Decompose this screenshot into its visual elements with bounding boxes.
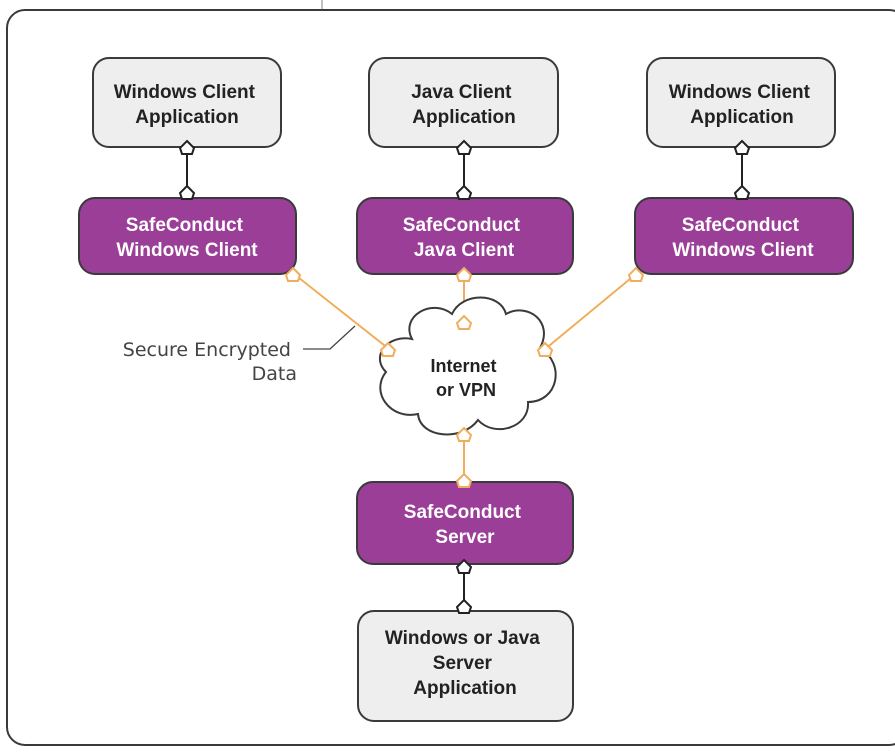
- endpoint-local-server-top: [455, 558, 473, 574]
- sc-node-windows-right: [634, 197, 854, 275]
- secure-link-right: [543, 273, 637, 351]
- sc-windows-left-line1: SafeConduct: [126, 215, 244, 236]
- sc-node-server: [356, 481, 574, 565]
- endpoint-secure-right-top: [627, 266, 645, 282]
- sc-windows-left-line2: Windows Client: [116, 240, 258, 261]
- endpoint-local-right-bottom: [733, 184, 751, 200]
- link-endpoints: [178, 139, 751, 614]
- sc-windows-right-label: SafeConduct Windows Client: [672, 215, 814, 261]
- app-java-label: Java Client Application: [411, 82, 517, 128]
- endpoint-local-left-top: [178, 139, 196, 155]
- endpoint-secure-center-top: [455, 266, 473, 282]
- sc-windows-right-line1: SafeConduct: [682, 215, 800, 236]
- app-java-line1: Java Client: [411, 82, 512, 103]
- cloud-shape: [379, 296, 557, 436]
- app-windows-left-line2: Application: [135, 107, 238, 128]
- annotation-leader: [303, 325, 356, 350]
- app-java-line2: Application: [412, 107, 515, 128]
- secure-data-annotation: Secure Encrypted Data: [123, 339, 297, 385]
- cloud-line1: Internet: [430, 356, 496, 376]
- sc-node-windows-left: [78, 197, 297, 275]
- app-windows-left-line1: Windows Client: [114, 82, 256, 103]
- endpoint-local-right-top: [733, 139, 751, 155]
- app-windows-right-line1: Windows Client: [669, 82, 811, 103]
- secure-link-left: [293, 273, 390, 350]
- app-server-line3: Application: [413, 678, 516, 699]
- endpoint-secure-left-top: [284, 266, 302, 282]
- endpoint-secure-left-bottom: [379, 341, 397, 357]
- app-server-line2: Server: [433, 653, 493, 674]
- endpoint-local-center-bottom: [455, 184, 473, 200]
- endpoint-secure-server-bottom: [455, 472, 473, 488]
- app-server-label: Windows or Java Server Application: [385, 628, 545, 699]
- endpoint-local-center-top: [455, 139, 473, 155]
- endpoint-local-server-bottom: [455, 598, 473, 614]
- app-windows-right-label: Windows Client Application: [669, 82, 816, 128]
- app-windows-left-label: Windows Client Application: [114, 82, 261, 128]
- sc-server-line2: Server: [435, 527, 495, 548]
- annotation-line1: Secure Encrypted: [123, 339, 291, 361]
- endpoint-local-left-bottom: [178, 184, 196, 200]
- cloud-label: Internet or VPN: [430, 356, 501, 400]
- sc-java-line2: Java Client: [414, 240, 515, 261]
- endpoint-secure-server-top: [455, 426, 473, 442]
- sc-server-line1: SafeConduct: [404, 502, 522, 523]
- annotation-line2: Data: [252, 363, 297, 385]
- app-server-line1: Windows or Java: [385, 628, 540, 649]
- app-windows-right-line2: Application: [690, 107, 793, 128]
- sc-windows-right-line2: Windows Client: [672, 240, 814, 261]
- sc-server-label: SafeConduct Server: [404, 502, 526, 548]
- sc-windows-left-label: SafeConduct Windows Client: [116, 215, 258, 261]
- endpoint-secure-center-bottom: [455, 314, 473, 330]
- sc-java-line1: SafeConduct: [403, 215, 521, 236]
- endpoint-secure-right-bottom: [536, 341, 554, 357]
- sc-node-java: [356, 197, 574, 275]
- sc-java-label: SafeConduct Java Client: [403, 215, 525, 261]
- cloud-line2: or VPN: [436, 380, 496, 400]
